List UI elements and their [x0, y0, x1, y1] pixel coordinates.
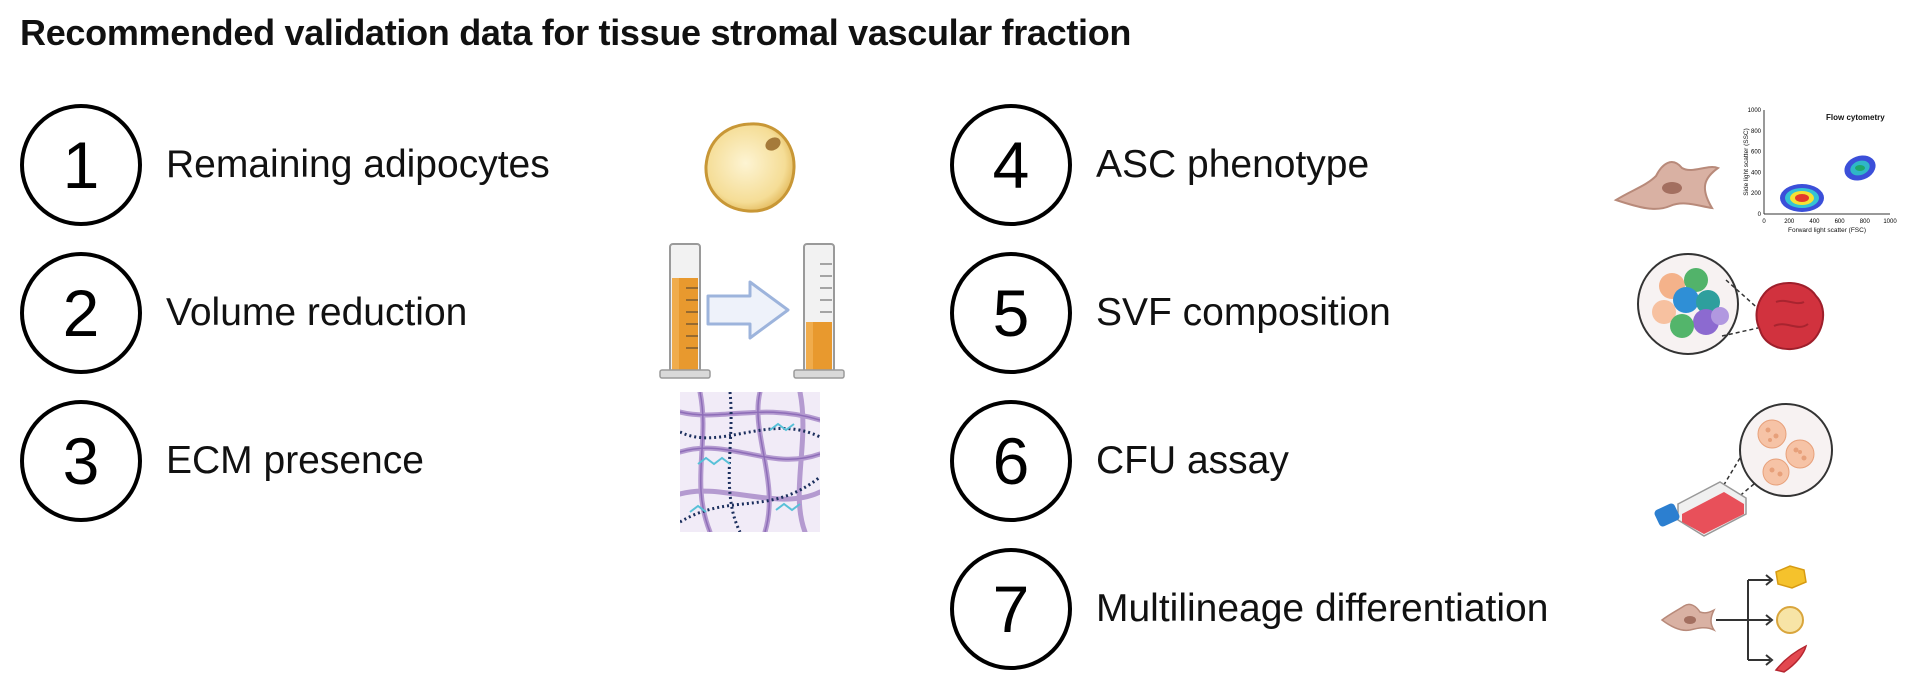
step-number-2: 2 [20, 252, 142, 374]
step-label-2: Volume reduction [166, 291, 468, 334]
flow-plot-xtick: 800 [1860, 219, 1871, 225]
step-label-5: SVF composition [1096, 291, 1391, 334]
flow-plot-ytick: 200 [1751, 191, 1762, 197]
flow-plot-ytick: 600 [1751, 150, 1762, 156]
adipocyte-icon [704, 122, 796, 213]
flow-plot-ytick: 400 [1751, 170, 1762, 176]
flow-plot-xtick: 200 [1784, 219, 1795, 225]
step-number-1: 1 [20, 104, 142, 226]
item-svf-composition: 5 SVF composition [950, 252, 1391, 374]
step-number-3: 3 [20, 400, 142, 522]
step-label-3: ECM presence [166, 439, 424, 482]
item-remaining-adipocytes: 1 Remaining adipocytes [20, 104, 550, 226]
step-label-6: CFU assay [1096, 439, 1289, 482]
flow-plot-xtick: 600 [1835, 219, 1846, 225]
flow-cytometry-plot: Flow cytometry 0 200 400 600 800 1000 0 200 400… [1743, 108, 1897, 234]
flow-plot-title: Flow cytometry [1826, 113, 1885, 122]
ecm-fiber-icon [680, 392, 820, 532]
flow-plot-ytick: 800 [1751, 129, 1762, 135]
step-label-7: Multilineage differentiation [1096, 587, 1549, 630]
flow-plot-xtick: 0 [1762, 219, 1766, 225]
stem-cell-icon [1613, 161, 1721, 210]
flow-plot-xtick: 1000 [1883, 219, 1897, 225]
flow-plot-xtick: 400 [1809, 219, 1820, 225]
culture-flask-icon [1654, 403, 1833, 537]
item-ecm-presence: 3 ECM presence [20, 400, 424, 522]
flow-plot-xlabel: Forward light scatter (FSC) [1788, 227, 1866, 234]
flow-plot-ytick: 0 [1758, 212, 1762, 218]
step-number-6: 6 [950, 400, 1072, 522]
flow-plot-ytick: 1000 [1748, 108, 1762, 114]
item-volume-reduction: 2 Volume reduction [20, 252, 467, 374]
item-cfu-assay: 6 CFU assay [950, 400, 1289, 522]
step-number-7: 7 [950, 548, 1072, 670]
step-number-4: 4 [950, 104, 1072, 226]
differentiation-icon [1660, 565, 1808, 673]
step-label-4: ASC phenotype [1096, 143, 1370, 186]
step-number-5: 5 [950, 252, 1072, 374]
graduated-cylinder-icon [659, 243, 845, 379]
item-multilineage-differentiation: 7 Multilineage differentiation [950, 548, 1548, 670]
step-label-1: Remaining adipocytes [166, 143, 550, 186]
flow-plot-ylabel: Side light scatter (SSC) [1743, 128, 1750, 196]
page-title: Recommended validation data for tissue s… [20, 12, 1132, 53]
item-asc-phenotype: 4 ASC phenotype [950, 104, 1369, 226]
cell-cluster-icon [1637, 253, 1825, 355]
